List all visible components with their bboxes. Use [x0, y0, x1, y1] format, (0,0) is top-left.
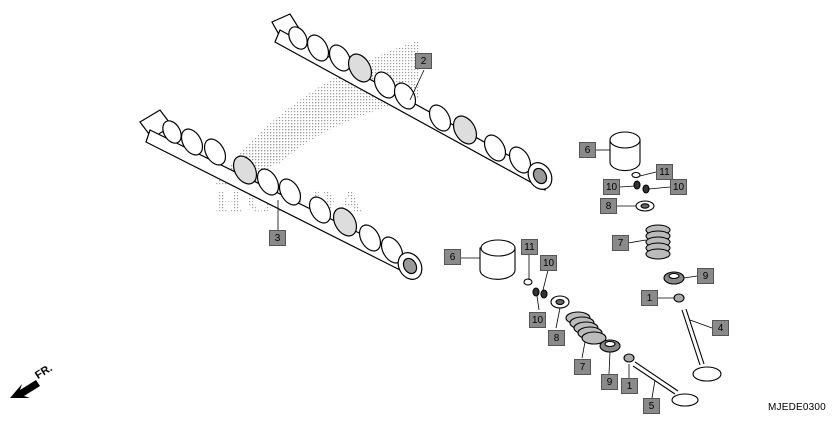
valve-assembly-left: [479, 239, 699, 407]
callout-5: 5: [643, 398, 660, 414]
callout-10: 10: [603, 179, 620, 195]
callout-8: 8: [600, 198, 617, 214]
callout-11: 11: [656, 164, 673, 180]
callout-4: 4: [712, 320, 729, 336]
front-direction-arrow: [10, 380, 40, 398]
callout-7: 7: [574, 359, 591, 375]
callout-8: 8: [548, 330, 565, 346]
camshaft-lower: [139, 109, 423, 280]
callout-10: 10: [529, 312, 546, 328]
callout-9: 9: [697, 268, 714, 284]
callout-3: 3: [269, 230, 286, 246]
diagram-code: MJEDE0300: [768, 402, 826, 413]
callout-1: 1: [621, 378, 638, 394]
honda-wing-watermark: HONDA: [215, 40, 420, 220]
callout-1: 1: [641, 290, 658, 306]
callout-2: 2: [415, 53, 432, 69]
camshaft-upper: [271, 13, 553, 191]
callout-6: 6: [444, 249, 461, 265]
callout-7: 7: [612, 235, 629, 251]
callout-10: 10: [540, 255, 557, 271]
callout-10: 10: [670, 179, 687, 195]
callout-6: 6: [579, 142, 596, 158]
callout-11: 11: [521, 239, 538, 255]
callout-9: 9: [601, 374, 618, 390]
leader-lines: [277, 69, 713, 399]
